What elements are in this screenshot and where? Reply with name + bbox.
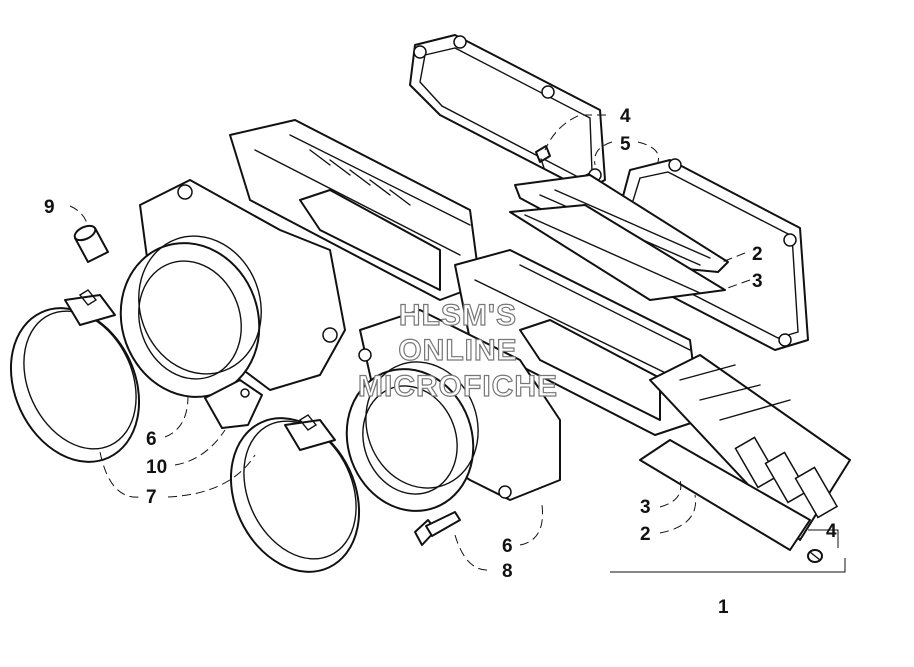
- callout-2-upper: 2: [752, 244, 763, 265]
- callout-3-upper: 3: [752, 271, 763, 292]
- intake-boot-lower: [345, 309, 561, 512]
- callout-8: 8: [502, 561, 513, 582]
- hose-clamp-lower: [229, 414, 361, 573]
- reed-block-upper: [229, 119, 481, 301]
- callout-6-upper: 6: [146, 429, 157, 450]
- watermark-line-1: HLSM'S: [399, 299, 517, 332]
- callout-3-lower: 3: [640, 497, 651, 518]
- callout-9: 9: [44, 197, 55, 218]
- callout-1: 1: [718, 597, 729, 618]
- callout-labels: 9 6 10 7 6 8 4 5 2 3 3 2 4 1: [44, 106, 837, 618]
- callout-5: 5: [620, 134, 631, 155]
- leader-lines: [69, 114, 846, 573]
- callout-4-upper: 4: [620, 106, 631, 127]
- callout-10: 10: [146, 457, 167, 478]
- callout-7: 7: [146, 487, 157, 508]
- intake-boot-upper: [119, 179, 346, 398]
- bolt-8: [414, 511, 461, 546]
- watermark: HLSM'S ONLINE MICROFICHE: [357, 298, 558, 403]
- callout-2-lower: 2: [640, 524, 651, 545]
- screw-lower: [807, 549, 823, 563]
- screw-upper: [535, 145, 551, 169]
- hose-clamp-upper: [9, 289, 141, 463]
- watermark-line-3: MICROFICHE: [358, 370, 558, 403]
- reed-plate-upper: [509, 174, 729, 301]
- reed-plate-lower: [639, 354, 851, 551]
- watermark-line-2: ONLINE: [398, 334, 517, 367]
- bracket-10: [204, 379, 263, 429]
- callout-4-lower: 4: [826, 521, 837, 542]
- gasket-top: [409, 34, 606, 191]
- callout-6-lower: 6: [502, 536, 513, 557]
- spacer-9: [73, 224, 109, 263]
